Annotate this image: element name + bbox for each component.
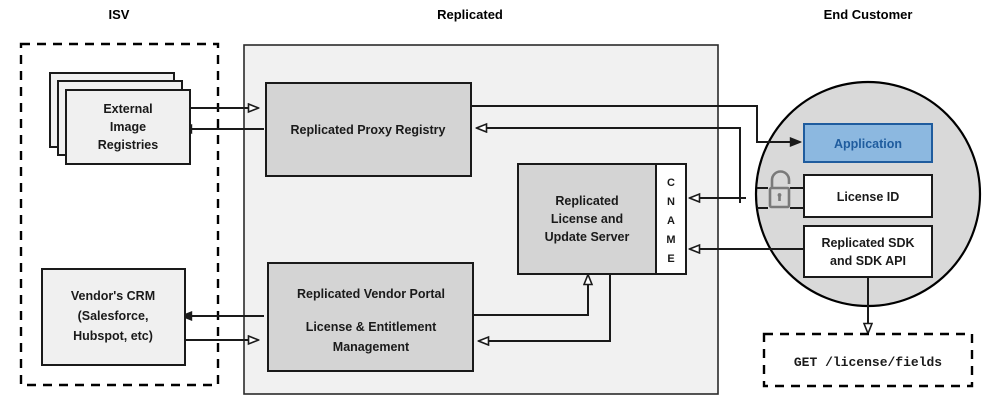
vendors-crm-label-1: Vendor's CRM	[71, 289, 155, 303]
edge-proxy-registry-to-application	[471, 105, 800, 142]
replicated-license-and-update-server[interactable]	[517, 163, 657, 275]
replicated-sdk-label-1: Replicated SDK	[821, 236, 914, 250]
vendors-crm-label-2: (Salesforce,	[78, 309, 149, 323]
zone-title-isv: ISV	[109, 7, 130, 22]
unlock-icon	[768, 170, 791, 209]
vendor-portal-label-2: License & Entitlement	[306, 320, 437, 334]
replicated-proxy-registry[interactable]	[265, 82, 472, 177]
replicated-proxy-registry-label: Replicated Proxy Registry	[291, 123, 446, 137]
replicated-sdk[interactable]	[803, 225, 933, 278]
vendor-portal-label-1: Replicated Vendor Portal	[297, 287, 445, 301]
edge-application-to-proxy-registry	[477, 128, 741, 203]
api-call-box	[762, 332, 974, 388]
external-image-registries-label-1: External	[103, 102, 152, 116]
cname-strip[interactable]	[655, 163, 687, 275]
application-label: Application	[834, 137, 902, 151]
zone-title-replicated: Replicated	[437, 7, 503, 22]
cname-letter-c: C	[667, 177, 675, 189]
vendor-portal-label-3: Management	[333, 340, 410, 354]
cname-letter-e: E	[667, 253, 674, 265]
vendors-crm-label-3: Hubspot, etc)	[73, 329, 153, 343]
external-image-registries-label-3: Registries	[98, 138, 158, 152]
edge-vendor-portal-to-license-server	[473, 275, 588, 316]
cname-letter-n: N	[667, 196, 675, 208]
replicated-vendor-portal[interactable]	[267, 262, 474, 372]
license-id[interactable]	[803, 174, 933, 218]
api-call-label: GET /license/fields	[794, 355, 942, 370]
external-image-registries-label-2: Image	[110, 120, 146, 134]
replicated-sdk-label-2: and SDK API	[830, 254, 906, 268]
edge-license-server-to-vendor-portal	[479, 268, 611, 341]
external-image-registries[interactable]	[65, 89, 191, 165]
zone-title-end-customer: End Customer	[824, 7, 913, 22]
zone-boundary-isv	[19, 42, 220, 387]
license-server-label-2: License and	[551, 212, 623, 226]
cname-letter-m: M	[666, 234, 675, 246]
license-server-label-3: Update Server	[545, 230, 630, 244]
license-id-label: License ID	[837, 190, 900, 204]
cname-letter-a: A	[667, 215, 675, 227]
license-server-label-1: Replicated	[555, 194, 618, 208]
vendors-crm[interactable]	[41, 268, 186, 366]
application[interactable]	[803, 123, 933, 163]
